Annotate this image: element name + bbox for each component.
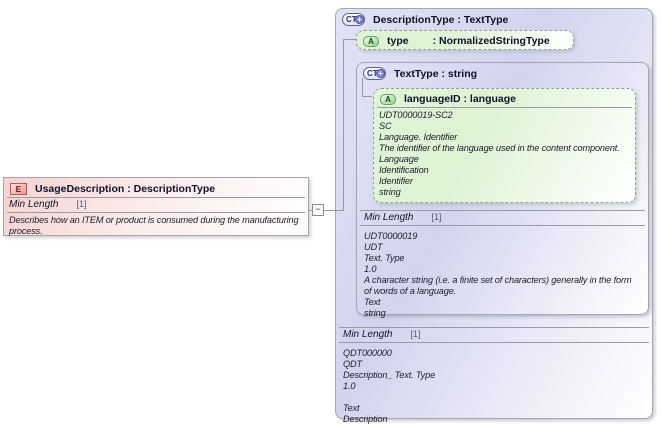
detail-line: Text <box>364 297 381 307</box>
facet-label: Min Length <box>343 329 393 340</box>
collapse-toggle[interactable]: − <box>312 204 324 216</box>
detail-line: QDT000000 <box>343 348 392 358</box>
detail-line: Language <box>379 154 419 164</box>
connector-line-vertical <box>343 39 344 211</box>
complextype-header: CT+ DescriptionType : TextType <box>336 9 652 28</box>
detail-line <box>343 392 643 403</box>
separator <box>7 197 305 198</box>
detail-line: 1.0 <box>343 381 356 391</box>
texttype-details: UDT0000019 UDT Text. Type 1.0 A characte… <box>360 229 643 321</box>
expand-plus-icon: + <box>355 15 364 24</box>
element-icon: E <box>10 182 27 195</box>
detail-line: string <box>364 308 386 318</box>
attribute-name: type <box>387 35 409 47</box>
complextype-icon: CT+ <box>342 13 365 26</box>
detail-line: QDT <box>343 359 362 369</box>
texttype-header: CT+ TextType : string <box>357 63 648 82</box>
detail-line: string <box>379 187 401 197</box>
expand-plus-icon: + <box>376 69 385 78</box>
attribute-header: A type : NormalizedStringType <box>357 31 573 49</box>
element-title: UsageDescription : DescriptionType <box>35 182 216 195</box>
detail-line: Description_ Text. Type <box>343 370 436 380</box>
facet-row: Min Length [1] <box>339 327 649 343</box>
detail-line: Identification <box>379 165 429 175</box>
detail-line: SC <box>379 121 392 131</box>
facet-cardinality: [1] <box>410 329 421 339</box>
attribute-box-languageid: A languageID : language UDT0000019-SC2 S… <box>373 88 636 203</box>
attribute-header: A languageID : language <box>374 89 635 107</box>
facet-row: Min Length [1] <box>4 198 308 212</box>
attribute-icon: A <box>380 93 396 105</box>
detail-line: Text. Type <box>364 253 405 263</box>
complextype-icon-label: CT <box>346 15 357 24</box>
attribute-icon: A <box>363 35 379 47</box>
texttype-title: TextType : string <box>394 67 478 80</box>
facet-cardinality: [1] <box>431 212 442 222</box>
connector-stub-type <box>344 39 356 40</box>
facet-cardinality: [1] <box>76 199 87 209</box>
attribute-box-type: A type : NormalizedStringType <box>356 30 574 50</box>
complextype-icon: CT+ <box>363 67 386 80</box>
separator <box>377 107 632 108</box>
facet-row: Min Length [1] <box>360 210 645 226</box>
descriptiontype-details: QDT000000 QDT Description_ Text. Type 1.… <box>339 346 647 425</box>
detail-line: UDT0000019-SC2 <box>379 110 453 120</box>
attribute-details: UDT0000019-SC2 SC Language. Identifier T… <box>374 108 635 200</box>
element-box-usagedescription: E UsageDescription : DescriptionType Min… <box>3 177 309 236</box>
connector-line-horizontal <box>309 210 344 211</box>
connector-line-languageid <box>362 78 363 97</box>
element-description: Describes how an ITEM or product is cons… <box>9 215 299 236</box>
detail-line: Description <box>343 414 388 424</box>
complextype-title: DescriptionType : TextType <box>373 13 509 26</box>
detail-line: Identifier <box>379 176 413 186</box>
facet-label: Min Length <box>9 199 59 210</box>
detail-line: Text <box>343 403 360 413</box>
complextype-box-descriptiontype: CT+ DescriptionType : TextType A type : … <box>335 8 653 424</box>
detail-line: 1.0 <box>364 264 377 274</box>
detail-line: A character string (i.e. a finite set of… <box>364 275 632 296</box>
detail-line: UDT0000019 <box>364 231 418 241</box>
attribute-type: : NormalizedStringType <box>432 35 550 47</box>
connector-stub-languageid <box>362 96 372 97</box>
separator <box>7 212 305 213</box>
detail-line: The identifier of the language used in t… <box>379 143 620 153</box>
detail-line: UDT <box>364 242 383 252</box>
attribute-title: languageID : language <box>404 93 517 105</box>
element-header: E UsageDescription : DescriptionType <box>4 178 308 197</box>
complextype-box-texttype: CT+ TextType : string A languageID : lan… <box>356 62 649 318</box>
detail-line: Language. Identifier <box>379 132 458 142</box>
facet-label: Min Length <box>364 212 414 223</box>
complextype-icon-label: CT <box>367 69 378 78</box>
